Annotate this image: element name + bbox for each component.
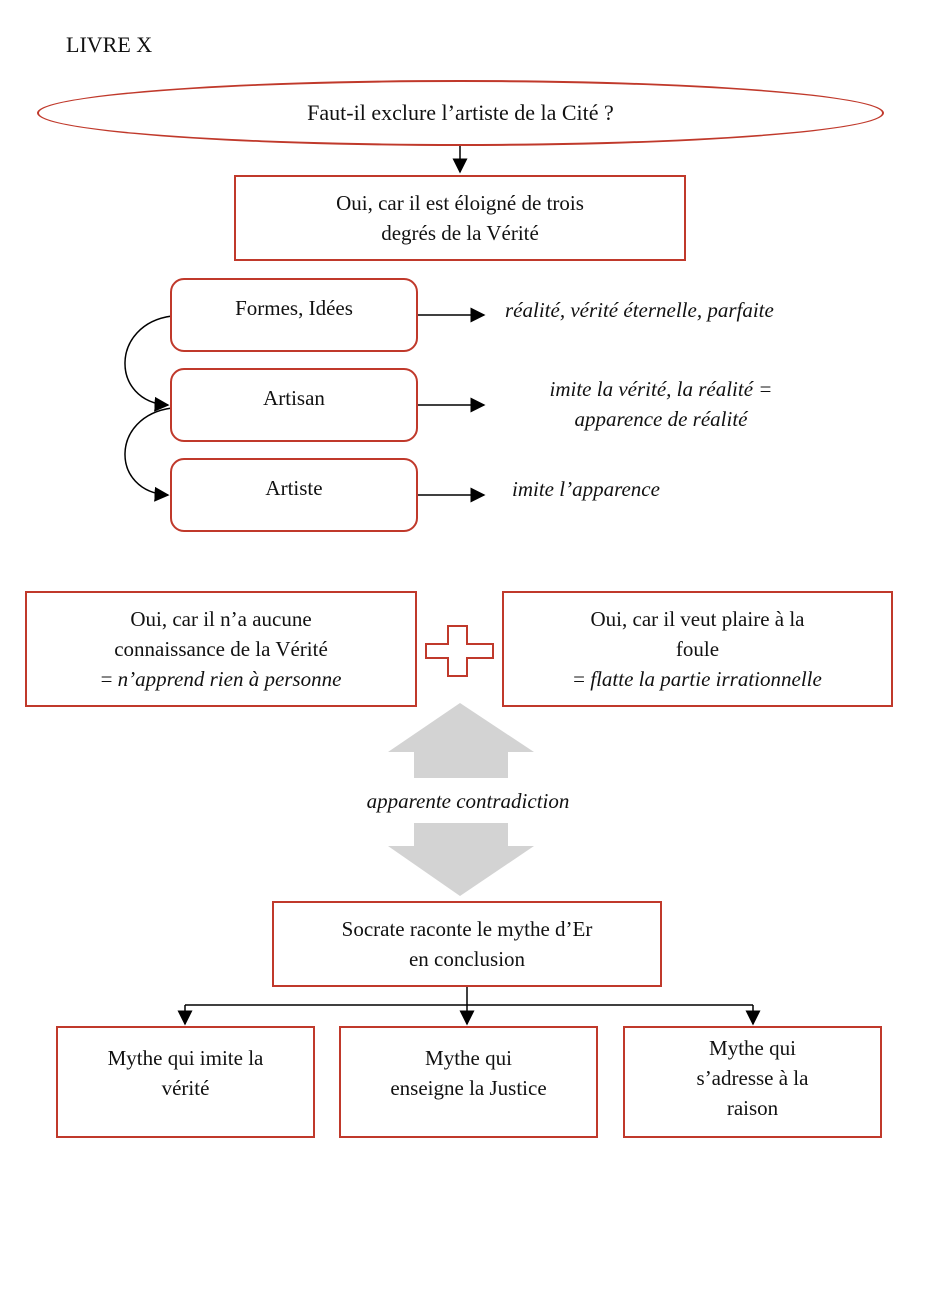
degree-label: Artiste	[265, 476, 323, 500]
myth-line-1: Mythe qui imite la	[107, 1046, 264, 1070]
conclusion-box: Socrate raconte le mythe d’Er en conclus…	[272, 901, 662, 987]
myth-line-2: enseigne la Justice	[390, 1076, 547, 1100]
page-title: LIVRE X	[66, 32, 153, 57]
contradiction-text: apparente contradiction	[366, 789, 570, 813]
answer-line-3-prefix: =	[100, 667, 118, 691]
connector-formes-artisan-curve	[124, 315, 173, 412]
answer-box-no-knowledge: Oui, car il n’a aucune connaissance de l…	[25, 591, 417, 707]
degree-note-line: imite l’apparence	[512, 477, 660, 501]
answer-box-three-degrees: Oui, car il est éloigné de trois degrés …	[234, 175, 686, 261]
myth-line-2: vérité	[161, 1076, 210, 1100]
question-ellipse: Faut-il exclure l’artiste de la Cité ?	[37, 80, 884, 146]
answer-line-1: Oui, car il veut plaire à la	[590, 607, 805, 631]
degree-box-artisan: Artisan	[170, 368, 418, 442]
conclusion-line-2: en conclusion	[408, 947, 526, 971]
myth-line-3: raison	[726, 1096, 779, 1120]
degree-note-line: apparence de réalité	[574, 407, 748, 431]
connector-artisan-artiste-curve	[124, 407, 173, 502]
degree-label: Formes, Idées	[235, 296, 353, 320]
answer-line-2: degrés de la Vérité	[381, 221, 539, 245]
gray-up-arrow-icon	[388, 703, 534, 778]
myth-line-2: s’adresse à la	[696, 1066, 809, 1090]
myth-box-truth: Mythe qui imite la vérité	[56, 1026, 315, 1138]
answer-line-1: Oui, car il n’a aucune	[130, 607, 312, 631]
degree-note-line: réalité, vérité éternelle, parfaite	[505, 298, 774, 322]
degree-note-formes: réalité, vérité éternelle, parfaite	[505, 295, 774, 325]
myth-line-1: Mythe qui	[425, 1046, 512, 1070]
question-text: Faut-il exclure l’artiste de la Cité ?	[307, 100, 614, 125]
degree-note-line: imite la vérité, la réalité =	[549, 377, 773, 401]
answer-box-please-crowd: Oui, car il veut plaire à la foule = fla…	[502, 591, 893, 707]
answer-line-3: = flatte la partie irrationnelle	[573, 664, 822, 694]
answer-line-2: connaissance de la Vérité	[114, 637, 328, 661]
contradiction-label: apparente contradiction	[300, 786, 636, 816]
degree-label: Artisan	[263, 386, 325, 410]
answer-line-3-italic: flatte la partie irrationnelle	[590, 667, 822, 691]
degree-note-artiste: imite l’apparence	[512, 474, 660, 504]
myth-box-reason: Mythe qui s’adresse à la raison	[623, 1026, 882, 1138]
answer-line-1: Oui, car il est éloigné de trois	[336, 191, 584, 215]
degree-box-artiste: Artiste	[170, 458, 418, 532]
answer-line-2: foule	[675, 637, 720, 661]
gray-down-arrow-icon	[388, 823, 534, 896]
answer-line-3: = n’apprend rien à personne	[101, 664, 342, 694]
conclusion-line-1: Socrate raconte le mythe d’Er	[341, 917, 593, 941]
answer-line-3-italic: n’apprend rien à personne	[117, 667, 342, 691]
degree-note-artisan: imite la vérité, la réalité = apparence …	[496, 374, 826, 434]
degree-box-formes: Formes, Idées	[170, 278, 418, 352]
plus-icon	[425, 625, 494, 677]
answer-line-3-prefix: =	[573, 667, 591, 691]
myth-line-1: Mythe qui	[709, 1036, 796, 1060]
myth-box-justice: Mythe qui enseigne la Justice	[339, 1026, 598, 1138]
